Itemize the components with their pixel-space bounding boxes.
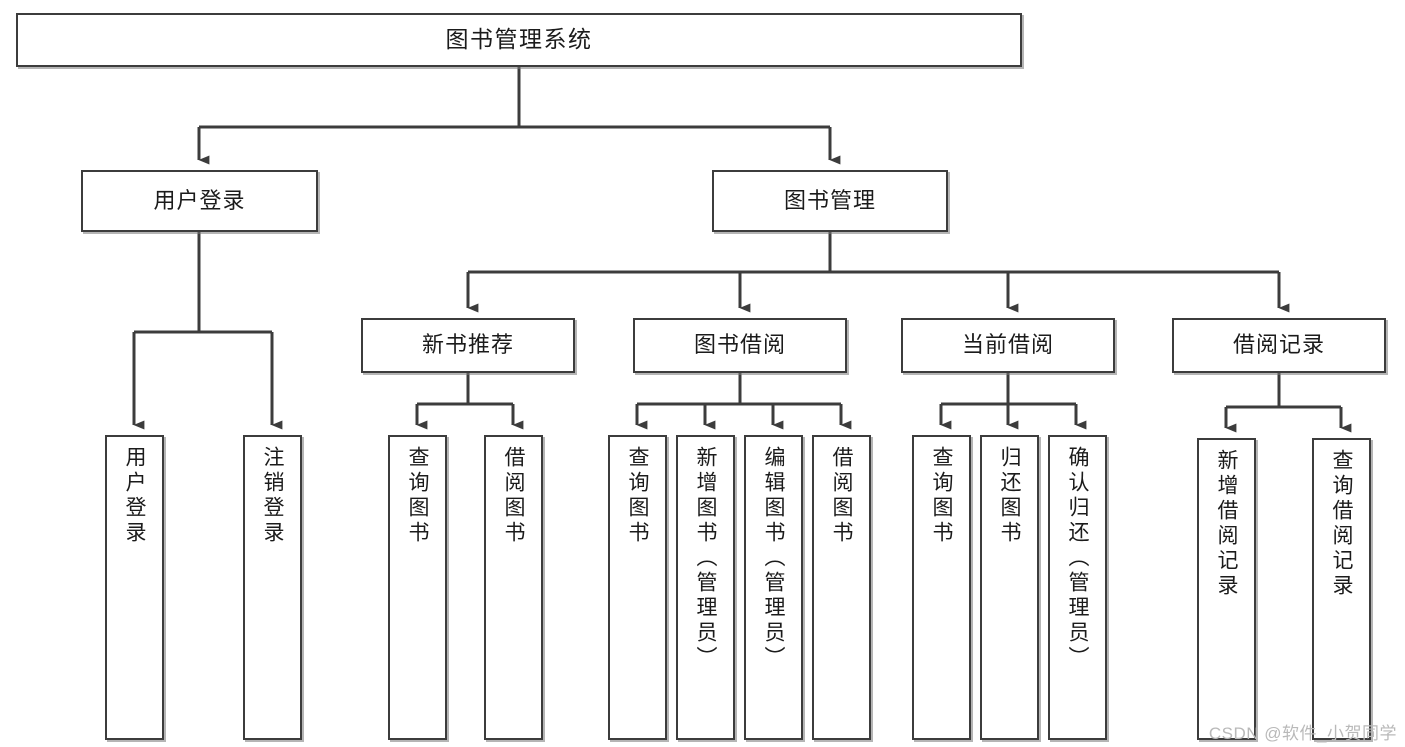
leaf-logout[interactable]: 注销登录 <box>243 435 302 740</box>
leaf-borrow-book-1[interactable]: 借阅图书 <box>484 435 543 740</box>
leaf-borrow-book-2-label: 借阅图书 <box>830 446 853 546</box>
leaf-logout-label: 注销登录 <box>261 446 284 546</box>
leaf-query-record[interactable]: 查询借阅记录 <box>1312 438 1371 740</box>
node-user-login[interactable]: 用户登录 <box>81 170 318 232</box>
leaf-query-book-3[interactable]: 查询图书 <box>912 435 971 740</box>
node-book-borrow-label: 图书借阅 <box>693 332 786 358</box>
node-new-book-recommend[interactable]: 新书推荐 <box>361 318 575 373</box>
leaf-query-book-1-label: 查询图书 <box>406 446 429 546</box>
node-current-borrow-label: 当前借阅 <box>961 332 1054 358</box>
watermark: CSDN @软件_小贺同学 <box>1208 724 1397 743</box>
leaf-borrow-book-2[interactable]: 借阅图书 <box>812 435 871 740</box>
node-current-borrow[interactable]: 当前借阅 <box>901 318 1115 373</box>
leaf-add-record-label: 新增借阅记录 <box>1215 449 1238 599</box>
leaf-return-book-label: 归还图书 <box>998 446 1021 546</box>
leaf-add-book-label: 新增图书（管理员） <box>694 446 717 671</box>
leaf-add-book[interactable]: 新增图书（管理员） <box>676 435 735 740</box>
leaf-query-record-label: 查询借阅记录 <box>1330 449 1353 599</box>
node-user-login-label: 用户登录 <box>153 187 246 213</box>
leaf-user-login[interactable]: 用户登录 <box>105 435 164 740</box>
leaf-edit-book-label: 编辑图书（管理员） <box>762 446 785 671</box>
leaf-user-login-label: 用户登录 <box>123 446 146 546</box>
leaf-confirm-return[interactable]: 确认归还（管理员） <box>1048 435 1107 740</box>
node-book-borrow[interactable]: 图书借阅 <box>633 318 847 373</box>
leaf-query-book-1[interactable]: 查询图书 <box>388 435 447 740</box>
leaf-query-book-3-label: 查询图书 <box>930 446 953 546</box>
node-borrow-record-label: 借阅记录 <box>1232 332 1325 358</box>
node-book-manage-label: 图书管理 <box>783 187 876 213</box>
node-root[interactable]: 图书管理系统 <box>16 13 1022 67</box>
leaf-add-record[interactable]: 新增借阅记录 <box>1197 438 1256 740</box>
leaf-confirm-return-label: 确认归还（管理员） <box>1066 446 1089 671</box>
node-book-manage[interactable]: 图书管理 <box>712 170 948 232</box>
leaf-return-book[interactable]: 归还图书 <box>980 435 1039 740</box>
leaf-query-book-2[interactable]: 查询图书 <box>608 435 667 740</box>
node-new-book-recommend-label: 新书推荐 <box>421 332 514 358</box>
node-borrow-record[interactable]: 借阅记录 <box>1172 318 1386 373</box>
node-root-label: 图书管理系统 <box>445 26 593 53</box>
leaf-borrow-book-1-label: 借阅图书 <box>502 446 525 546</box>
leaf-edit-book[interactable]: 编辑图书（管理员） <box>744 435 803 740</box>
leaf-query-book-2-label: 查询图书 <box>626 446 649 546</box>
